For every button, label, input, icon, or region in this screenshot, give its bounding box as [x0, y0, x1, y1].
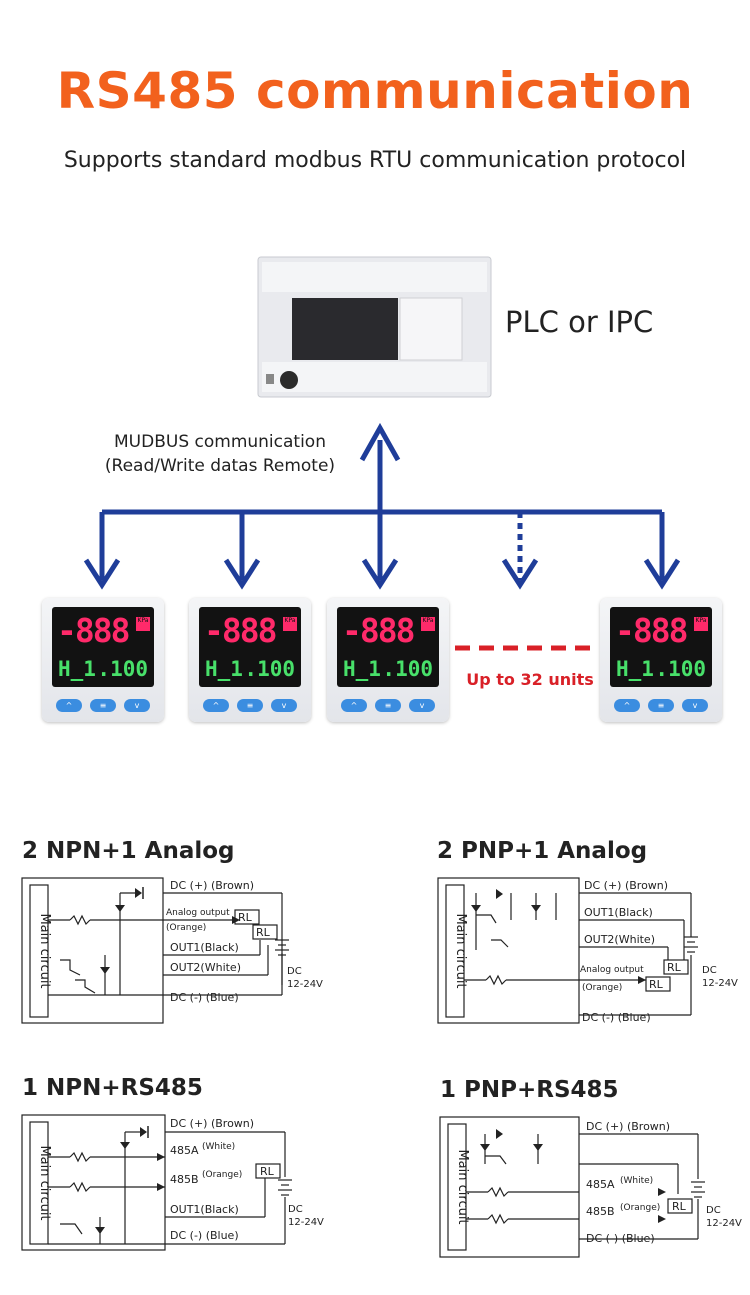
up-button[interactable]: ^ [614, 699, 640, 712]
dc-label: DC [702, 965, 717, 976]
sensor-display: -888 KPa H_1 .100 [199, 607, 301, 687]
network-topology-diagram [83, 256, 681, 651]
wiring-diagram-pnp-analog: Main circuit DC (+) (Brown) OUT1(Black) … [437, 877, 738, 1024]
units-label: Up to 32 units [466, 670, 594, 689]
display-main: -888 [342, 611, 415, 650]
pressure-sensor-2: -888 KPa H_1 .100 ^ ≡ v [189, 598, 311, 722]
dc-plus-label: DC (+) (Brown) [584, 879, 668, 892]
dc-minus-label: DC (-) (Blue) [170, 1229, 239, 1242]
display-unit: KPa [694, 617, 708, 631]
wiring-title-npn-rs485: 1 NPN+RS485 [22, 1075, 203, 1101]
modbus-line-2: (Read/Write datas Remote) [104, 456, 336, 476]
wiring-diagram-npn-analog: Main circuit DC (+) (Brown) Analog outpu… [21, 877, 323, 1024]
dc-label: DC [288, 1204, 303, 1215]
pressure-sensor-1: -888 KPa H_1 .100 ^ ≡ v [42, 598, 164, 722]
sensor-display: -888 KPa H_1 .100 [610, 607, 712, 687]
dc-label: DC [287, 966, 302, 977]
dc-plus-label: DC (+) (Brown) [170, 879, 254, 892]
display-value: .100 [97, 657, 148, 681]
sensor-display: -888 KPa H_1 .100 [337, 607, 439, 687]
wiring-diagram-pnp-rs485: Main circuit DC (+) (Brown) 485A (White)… [439, 1116, 742, 1258]
out1-label: OUT1(Black) [584, 906, 653, 919]
display-main: -888 [204, 611, 277, 650]
down-button[interactable]: v [271, 699, 297, 712]
dc-minus-label: DC (-) (Blue) [582, 1011, 651, 1024]
display-value: .100 [244, 657, 295, 681]
page-title: RS485 communication [56, 62, 694, 120]
display-unit: KPa [421, 617, 435, 631]
pressure-sensor-3: -888 KPa H_1 .100 ^ ≡ v [327, 598, 449, 722]
voltage-label: 12-24V [288, 1217, 324, 1228]
wiring-title-pnp-analog: 2 PNP+1 Analog [437, 838, 648, 864]
dc-minus-label: DC (-) (Blue) [170, 991, 239, 1004]
485b-label: 485B [170, 1173, 199, 1186]
down-button[interactable]: v [409, 699, 435, 712]
display-channel: H_1 [343, 657, 381, 681]
up-button[interactable]: ^ [341, 699, 367, 712]
bus-lines [83, 422, 681, 590]
485a-color-label: (White) [202, 1142, 235, 1152]
up-button[interactable]: ^ [203, 699, 229, 712]
down-button[interactable]: v [124, 699, 150, 712]
485b-color-label: (Orange) [202, 1170, 242, 1180]
analog-output-label: Analog output [580, 965, 644, 975]
analog-orange-label: (Orange) [582, 983, 622, 993]
485a-label: 485A [586, 1178, 615, 1191]
main-circuit-label: Main circuit [37, 1145, 52, 1220]
voltage-label: 12-24V [706, 1218, 742, 1229]
dc-plus-label: DC (+) (Brown) [170, 1117, 254, 1130]
menu-button[interactable]: ≡ [375, 699, 401, 712]
rl-label: RL [672, 1200, 687, 1213]
main-circuit-label: Main circuit [455, 1149, 470, 1224]
485b-label: 485B [586, 1205, 615, 1218]
modbus-label: MUDBUS communication (Read/Write datas R… [80, 430, 360, 478]
menu-button[interactable]: ≡ [648, 699, 674, 712]
voltage-label: 12-24V [702, 978, 738, 989]
up-button[interactable]: ^ [56, 699, 82, 712]
rl-label: RL [649, 978, 664, 991]
analog-orange-label: (Orange) [166, 923, 206, 933]
485b-color-label: (Orange) [620, 1203, 660, 1213]
out2-label: OUT2(White) [170, 961, 241, 974]
dc-label: DC [706, 1205, 721, 1216]
display-value: .100 [382, 657, 433, 681]
out1-label: OUT1(Black) [170, 941, 239, 954]
display-main: -888 [57, 611, 130, 650]
menu-button[interactable]: ≡ [237, 699, 263, 712]
display-channel: H_1 [205, 657, 243, 681]
modbus-line-1: MUDBUS communication [114, 432, 326, 452]
display-main: -888 [615, 611, 688, 650]
plc-device [257, 256, 492, 398]
out2-label: OUT2(White) [584, 933, 655, 946]
out1-label: OUT1(Black) [170, 1203, 239, 1216]
485a-color-label: (White) [620, 1176, 653, 1186]
display-channel: H_1 [58, 657, 96, 681]
pressure-sensor-n: -888 KPa H_1 .100 ^ ≡ v [600, 598, 722, 722]
display-channel: H_1 [616, 657, 654, 681]
display-value: .100 [655, 657, 706, 681]
main-circuit-label: Main circuit [37, 913, 52, 988]
wiring-title-npn-analog: 2 NPN+1 Analog [22, 838, 235, 864]
page-subtitle: Supports standard modbus RTU communicati… [63, 148, 687, 173]
wiring-title-pnp-rs485: 1 PNP+RS485 [440, 1077, 619, 1103]
rl-label: RL [667, 961, 682, 974]
sensor-display: -888 KPa H_1 .100 [52, 607, 154, 687]
plc-label: PLC or IPC [505, 305, 654, 339]
display-unit: KPa [136, 617, 150, 631]
rl-label: RL [256, 926, 271, 939]
wiring-diagram-npn-rs485: Main circuit DC (+) (Brown) 485A (White)… [21, 1114, 324, 1251]
485a-label: 485A [170, 1144, 199, 1157]
dc-plus-label: DC (+) (Brown) [586, 1120, 670, 1133]
down-button[interactable]: v [682, 699, 708, 712]
rl-label: RL [238, 911, 253, 924]
voltage-label: 12-24V [287, 979, 323, 990]
menu-button[interactable]: ≡ [90, 699, 116, 712]
dc-minus-label: DC (-) (Blue) [586, 1232, 655, 1245]
analog-output-label: Analog output [166, 908, 230, 918]
rl-label: RL [260, 1165, 275, 1178]
main-circuit-label: Main circuit [453, 913, 468, 988]
display-unit: KPa [283, 617, 297, 631]
